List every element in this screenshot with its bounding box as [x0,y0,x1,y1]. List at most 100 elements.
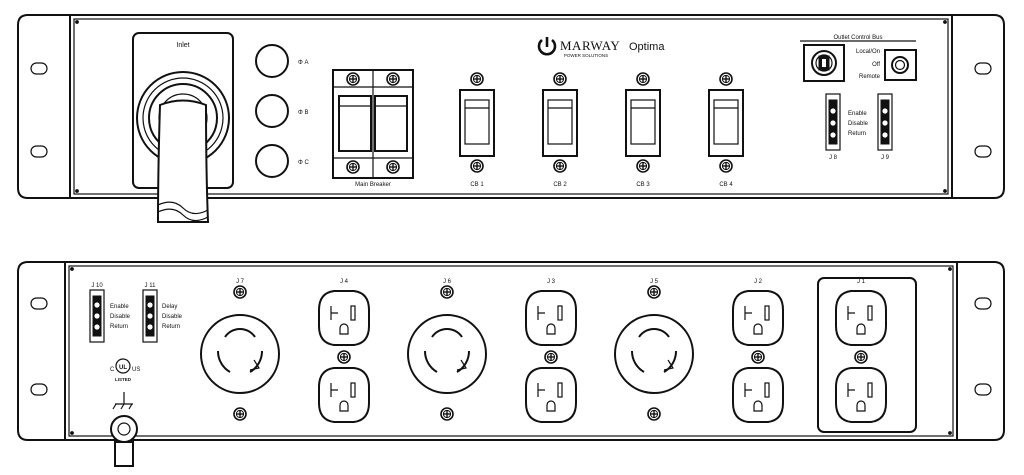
brand: MARWAY POWER SOLUTIONS Optima [537,37,665,58]
screw-icon [470,159,484,173]
breaker-label: CB 4 [719,182,733,188]
outlet-j6[interactable]: J 6 [407,279,487,421]
front-right-mount-slot [974,145,992,158]
outlet-control-bus: Outlet Control Bus Local/On Off Remote J… [800,35,917,161]
phase-indicators: Φ A Φ B Φ C [255,44,309,178]
screw-icon [647,285,661,299]
brand-name: MARWAY [560,38,620,53]
breaker-label: CB 2 [553,182,567,188]
screw-icon [470,72,484,86]
main-breaker-label: Main Breaker [355,182,391,188]
ul-listed-label: LISTED [115,377,132,382]
j11-delay-label: Delay [162,304,177,310]
screw-icon [719,159,733,173]
model-name: Optima [629,41,665,53]
breaker-cb3[interactable]: CB 3 [625,72,661,188]
breaker-cb1[interactable]: CB 1 [459,72,495,188]
power-cord [156,99,210,223]
rear-panel: J 10 Enable Disable Return J 11 Delay Di… [17,261,1005,467]
connector-j11[interactable]: J 11 Delay Disable Return [142,283,183,343]
screw-icon [636,159,650,173]
connector-j9[interactable]: J 9 [877,93,893,161]
j10-disable-label: Disable [110,314,131,320]
phase-b-label: Φ B [298,110,308,116]
j11-disable-label: Disable [162,314,183,320]
outlet-label: J 6 [443,279,452,285]
main-breaker[interactable]: Main Breaker [332,69,414,188]
screw-icon [544,350,558,364]
j8-enable-label: Enable [848,111,867,117]
j10-return-label: Return [110,324,128,330]
outlet-label: J 1 [857,279,866,285]
phase-a-lamp [255,44,289,78]
ul-c-label: C [110,367,115,373]
breaker-label: CB 1 [470,182,484,188]
remote-jack[interactable] [884,49,917,81]
connector-j11-label: J 11 [145,283,157,289]
outlet-label: J 2 [754,279,763,285]
screw-icon [719,72,733,86]
front-right-mount-slot [974,62,992,75]
outlet-control-title: Outlet Control Bus [833,35,882,41]
screw-icon [337,350,351,364]
rear-right-mount-slot [974,383,992,396]
mode-local-on-label: Local/On [856,49,880,55]
breaker-cb4[interactable]: CB 4 [708,72,744,188]
connector-j9-label: J 9 [881,155,890,161]
connector-j10[interactable]: J 10 Enable Disable Return [89,283,131,343]
front-face [69,14,953,199]
screw-icon [233,407,247,421]
screw-icon [647,407,661,421]
j8-disable-label: Disable [848,121,869,127]
screw-icon [440,285,454,299]
ul-listed-icon: UL C US LISTED [110,358,140,382]
outlet-j7[interactable]: J 7 [200,279,280,421]
phase-c-lamp [255,144,289,178]
rear-left-rack-ear [17,261,65,441]
rear-right-mount-slot [974,297,992,310]
front-left-rack-ear [17,14,70,199]
connector-j10-label: J 10 [91,283,103,289]
outlet-label: J 5 [650,279,659,285]
outlet-label: J 4 [340,279,349,285]
marway-logo-icon [537,37,557,56]
outlet-label: J 3 [547,279,556,285]
ul-us-label: US [132,367,140,373]
front-left-mount-slot [30,62,48,75]
front-panel: Inlet Φ A Φ B Φ C [17,14,1005,223]
screw-icon [440,407,454,421]
connector-j8[interactable]: J 8 [825,93,841,161]
outlet-j3[interactable]: J 3 [525,279,577,423]
breaker-cb2[interactable]: CB 2 [542,72,578,188]
screw-icon [751,350,765,364]
inlet-label: Inlet [176,42,189,49]
phase-b-lamp [255,94,289,128]
branch-breakers: CB 1 CB 2 CB 3 CB 4 [459,72,744,188]
screw-icon [553,159,567,173]
outlet-j4[interactable]: J 4 [318,279,370,423]
cord-break-mark [157,201,209,215]
outlet-label: J 7 [236,279,245,285]
front-face-inner [73,18,949,195]
mode-switch[interactable] [803,44,845,82]
outlet-j5[interactable]: J 5 [614,279,694,421]
screw-icon [636,72,650,86]
j8-return-label: Return [848,131,866,137]
front-left-mount-slot [30,145,48,158]
j10-enable-label: Enable [110,304,129,310]
screw-icon [553,72,567,86]
rear-left-mount-slot [30,297,48,310]
rear-face [64,261,958,441]
brand-subtitle: POWER SOLUTIONS [564,53,608,58]
screw-icon [854,350,868,364]
screw-icon [233,285,247,299]
rear-left-mount-slot [30,383,48,396]
ground-lug [110,415,138,467]
mode-remote-label: Remote [859,74,881,80]
outlet-j2[interactable]: J 2 [732,279,784,423]
ground-icon [112,392,133,410]
outlet-j1[interactable]: J 1 [835,279,887,423]
outlet-j1-frame [817,277,917,433]
